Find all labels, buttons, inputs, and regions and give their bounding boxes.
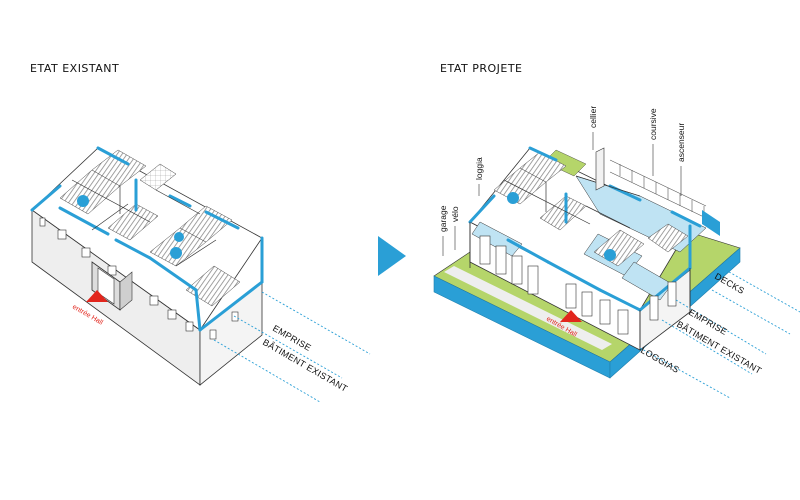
existing-state-title: ETAT EXISTANT bbox=[30, 62, 120, 75]
projected-state-title: ETAT PROJETE bbox=[440, 62, 523, 75]
label-loggia: loggia bbox=[474, 157, 484, 180]
loggias-label: LOGGIAS bbox=[639, 345, 681, 375]
annotation-leaders bbox=[442, 132, 682, 256]
label-cellier: cellier bbox=[588, 106, 598, 128]
projected-building bbox=[468, 146, 720, 350]
label-velo: vélo bbox=[450, 206, 460, 222]
entrance-arrow-left bbox=[86, 290, 108, 302]
label-garage: garage bbox=[438, 205, 448, 232]
footprint-projection-right bbox=[639, 267, 800, 399]
transition-arrow-icon bbox=[378, 236, 406, 276]
footprint-projection-left bbox=[213, 291, 371, 403]
entrance-arrow-right bbox=[560, 310, 582, 322]
decks-label: DECKS bbox=[713, 271, 746, 296]
label-ascenseur: ascenseur bbox=[676, 123, 686, 162]
existing-building bbox=[30, 146, 264, 386]
label-coursive: coursive bbox=[648, 108, 658, 140]
